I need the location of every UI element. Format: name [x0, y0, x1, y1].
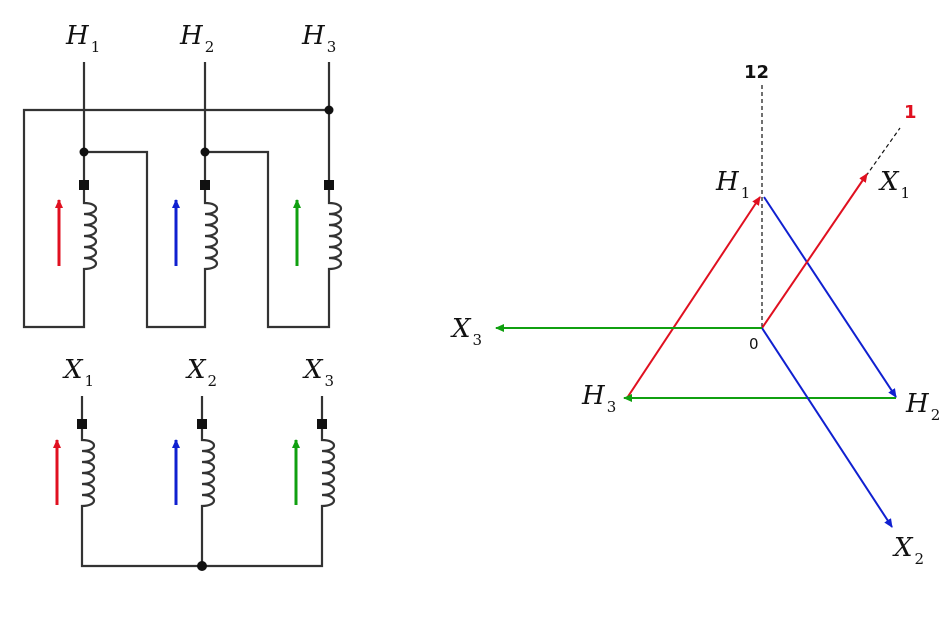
primary-coil-3 [327, 190, 343, 282]
neutral-bus [80, 520, 324, 568]
polarity-mark [77, 419, 87, 429]
neutral-junction-dot [197, 561, 207, 571]
reference-1-oclock-line [865, 127, 901, 177]
polarity-mark [197, 419, 207, 429]
primary-coil-2 [203, 190, 219, 282]
junction-dot [200, 147, 210, 157]
delta-wire-h3-to-coil1 [22, 108, 329, 329]
secondary-coil-1 [80, 429, 96, 520]
secondary-coil-2 [200, 429, 216, 520]
origin-label: 0 [749, 335, 759, 353]
phasor-h3-to-h1 [626, 196, 761, 399]
junction-dot [324, 105, 334, 115]
primary-coil-1 [82, 190, 98, 282]
secondary-coil-3 [320, 429, 336, 520]
phasor-x1 [761, 173, 868, 329]
delta-wire-h2-to-coil3 [205, 150, 331, 329]
phasor-h1-to-h2 [763, 196, 897, 398]
junction-dot [79, 147, 89, 157]
clock-12-label: 12 [744, 62, 769, 83]
delta-wire-h1-to-coil2 [84, 150, 207, 329]
clock-1-label: 1 [904, 102, 917, 123]
polarity-mark [79, 180, 89, 190]
polarity-mark [317, 419, 327, 429]
polarity-mark [200, 180, 210, 190]
phasor-x2 [761, 327, 893, 528]
polarity-mark [324, 180, 334, 190]
